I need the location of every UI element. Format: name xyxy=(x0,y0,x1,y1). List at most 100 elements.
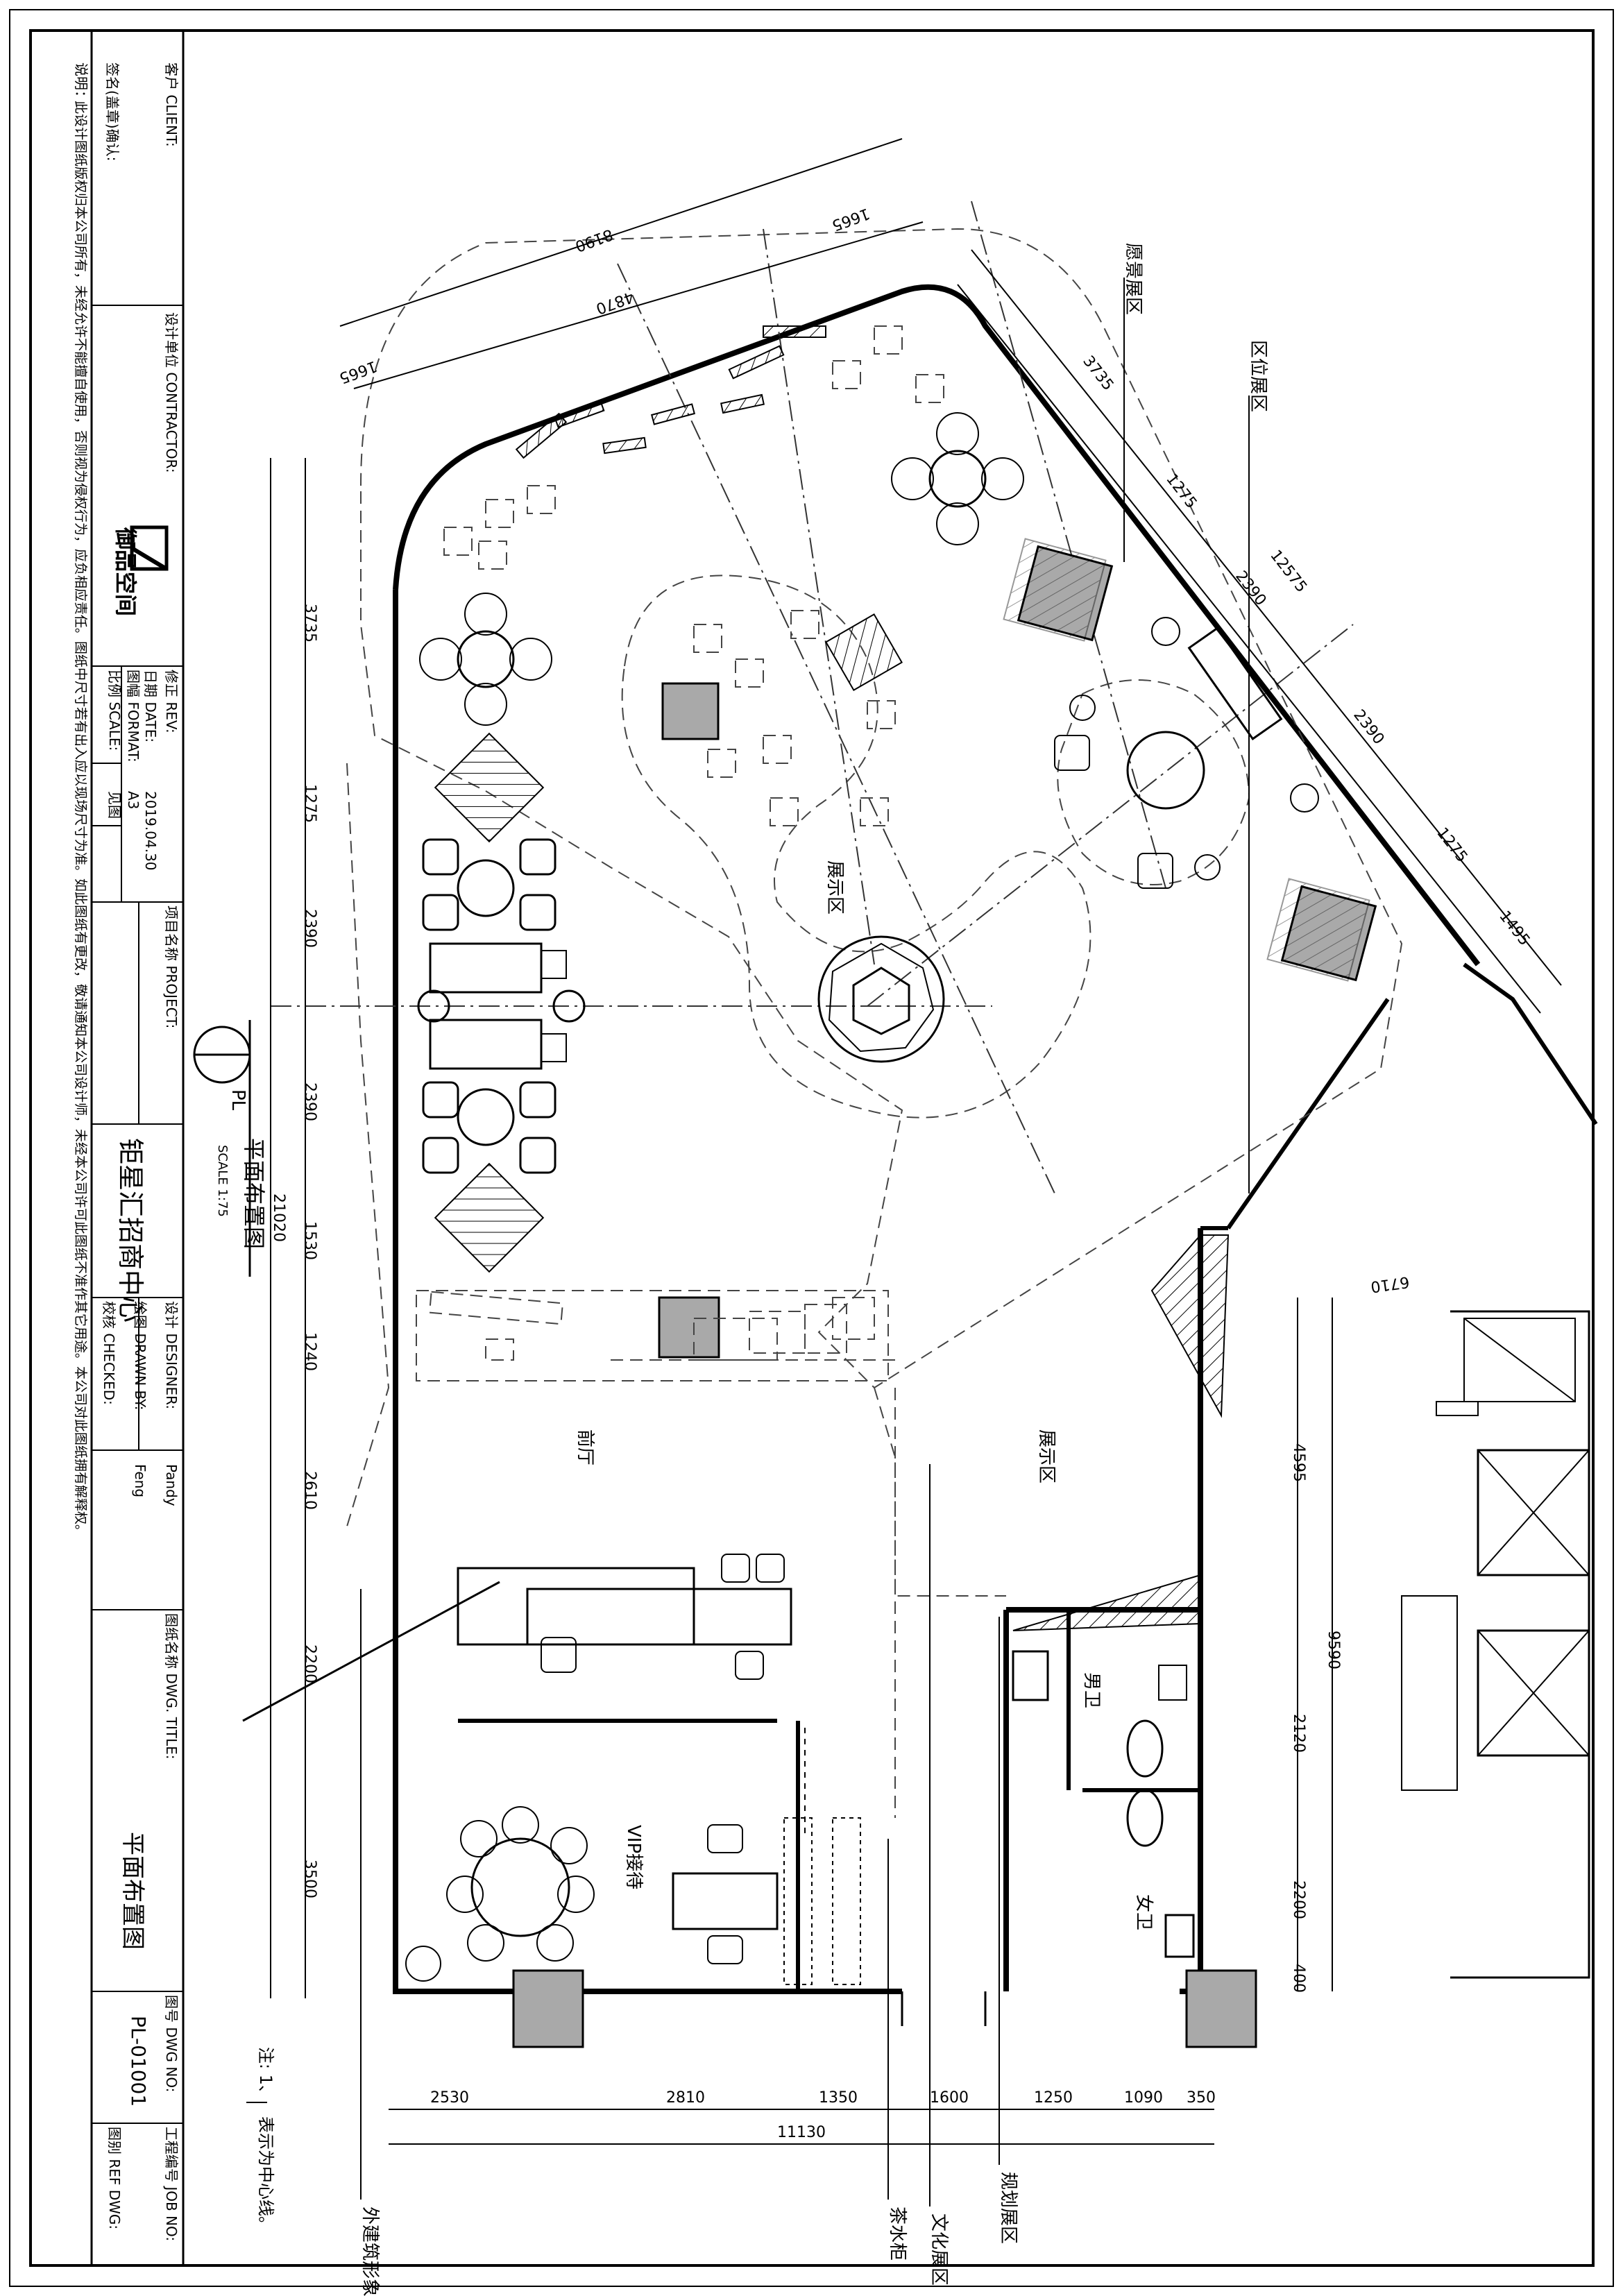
dim-left-1: 1275 xyxy=(301,784,318,823)
seating-group-top xyxy=(419,593,552,726)
format-label: 图幅 FORMAT: xyxy=(125,670,142,763)
column-left xyxy=(512,1969,584,2048)
dim-bottom-0: 2530 xyxy=(430,2089,469,2107)
zone-outlines xyxy=(346,228,1403,1818)
column-center xyxy=(661,682,720,740)
dim-side-wall: 6710 xyxy=(1370,1273,1411,1295)
scale-label: 比例 SCALE: xyxy=(106,670,123,751)
room-vip: VIP接待 xyxy=(623,1825,644,1889)
dim-top-total: 8190 xyxy=(572,225,615,255)
callout-facade: 外建筑形象墙 xyxy=(359,2206,380,2296)
drawing-code: PL xyxy=(228,1089,248,1111)
dim-diag-1: 1275 xyxy=(1162,470,1200,512)
dim-left-8: 3500 xyxy=(301,1860,318,1898)
dim-top-2: 1665 xyxy=(829,204,872,234)
sign-label: 签名(盖章)确认: xyxy=(104,62,121,161)
dim-right-2: 2200 xyxy=(1290,1880,1307,1919)
dim-left-2: 2390 xyxy=(301,909,318,948)
dim-bottom-2: 1350 xyxy=(819,2089,858,2107)
vip-room-furniture xyxy=(405,1806,779,1982)
dwg-title: 平面布置图 xyxy=(119,1832,146,1950)
sofa-pair xyxy=(417,942,586,1070)
dim-left-4: 1530 xyxy=(301,1221,318,1260)
checked-label: 校核 CHECKED: xyxy=(101,1301,117,1405)
right-displays xyxy=(891,412,1377,982)
dim-bottom-4: 1250 xyxy=(1034,2089,1073,2107)
note-text: 表示为中心线。 xyxy=(256,2116,275,2233)
hatched-wall-lower xyxy=(1012,1574,1201,1631)
note-label: 说明： xyxy=(73,62,90,104)
room-lobby: 前厅 xyxy=(575,1429,595,1465)
building-walls xyxy=(393,284,1598,2026)
job-no-label: 工程编号 JOB NO: xyxy=(163,2127,180,2241)
note-prefix: 注: 1、 xyxy=(256,2047,275,2102)
designer-value: Pandy xyxy=(163,1464,180,1506)
dim-right-3: 400 xyxy=(1290,1964,1307,1993)
date-value: 2019.04.30 xyxy=(142,791,159,871)
dim-left-total: 21020 xyxy=(270,1193,287,1242)
tea-cabinet xyxy=(783,1817,861,1985)
column-right xyxy=(1185,1969,1257,2048)
outer-border xyxy=(9,9,1614,2287)
center-model xyxy=(817,935,945,1063)
toilet-fixtures xyxy=(1012,1650,1195,1958)
callout-location: 区位展区 xyxy=(1248,340,1268,412)
dim-top-0: 1665 xyxy=(337,357,379,386)
designer-label: 设计 DESIGNER: xyxy=(163,1301,180,1409)
dwg-title-label: 图纸名称 DWG. TITLE: xyxy=(163,1613,180,1760)
centerline-note: 注: 1、 表示为中心线。 xyxy=(246,2047,275,2233)
callout-culture: 文化展区 xyxy=(928,2213,949,2286)
company-logo xyxy=(130,525,169,571)
callout-planning: 规划展区 xyxy=(998,2172,1019,2244)
dwg-no-label: 图号 DWG NO: xyxy=(163,1995,180,2092)
dim-bottom-5: 1090 xyxy=(1124,2089,1163,2107)
drawn-value: Feng xyxy=(132,1464,148,1497)
callout-tea: 茶水柜 xyxy=(887,2206,908,2261)
note-text: 此设计图纸版权归本公司所有，未经允许不能擅自使用，否则视为侵权行为，应负相应责任… xyxy=(73,101,88,1538)
dim-left-3: 2390 xyxy=(301,1082,318,1121)
date-label: 日期 DATE: xyxy=(142,670,159,742)
ref-dwg-label: 图别 REF DWG: xyxy=(106,2127,123,2229)
reception-desk xyxy=(457,1554,792,1680)
inner-border xyxy=(29,29,1595,2267)
dim-right-0: 4595 xyxy=(1290,1443,1307,1482)
dim-right xyxy=(1297,1298,1333,1991)
format-value: A3 xyxy=(125,791,142,809)
dim-top xyxy=(339,138,924,389)
room-womens: 女卫 xyxy=(1133,1894,1154,1930)
callout-vision: 愿景展区 xyxy=(1123,243,1144,315)
dim-bottom-3: 1600 xyxy=(930,2089,969,2107)
lobby-fixtures xyxy=(428,1291,875,1361)
dim-left xyxy=(270,458,306,1998)
dim-diag-3: 2390 xyxy=(1350,706,1387,748)
core-block xyxy=(1401,1310,1590,1979)
project-label: 项目名称 PROJECT: xyxy=(163,905,180,1028)
project-name: 钜星汇招商中心 xyxy=(115,1138,146,1323)
dim-bottom-total: 11130 xyxy=(777,2124,826,2141)
room-exhibit-1: 展示区 xyxy=(824,860,845,915)
dim-left-7: 2200 xyxy=(301,1644,318,1683)
drawn-label: 绘图 DRAWN BY: xyxy=(132,1301,148,1410)
dim-diag-4: 1275 xyxy=(1433,824,1470,866)
client-label: 客户 CLIENT: xyxy=(163,62,180,147)
dim-left-6: 2610 xyxy=(301,1471,318,1510)
dim-diag-total: 12575 xyxy=(1266,547,1310,596)
display-hatched-square xyxy=(824,613,903,692)
exhibit-panels xyxy=(515,325,826,459)
dim-left-5: 1240 xyxy=(301,1332,318,1371)
dim-bottom-6: 350 xyxy=(1187,2089,1216,2107)
lounge-set-lower xyxy=(422,1081,556,1273)
dwg-no: PL-01001 xyxy=(127,2016,150,2107)
dim-bottom xyxy=(389,2109,1214,2145)
column-lobby xyxy=(658,1296,720,1359)
drawing-title: PL 平面布置图 SCALE 1:75 xyxy=(193,1020,267,1277)
contractor-label: 设计单位 CONTRACTOR: xyxy=(163,312,180,473)
rev-label: 修正 REV: xyxy=(163,670,180,733)
drawing-name: 平面布置图 xyxy=(241,1138,267,1249)
dim-diag-2: 2390 xyxy=(1232,568,1269,609)
display-boxes xyxy=(443,325,944,826)
dim-left-0: 3735 xyxy=(301,604,318,643)
hatched-wall-upper xyxy=(1150,1234,1230,1418)
center-lines xyxy=(271,201,1354,1194)
